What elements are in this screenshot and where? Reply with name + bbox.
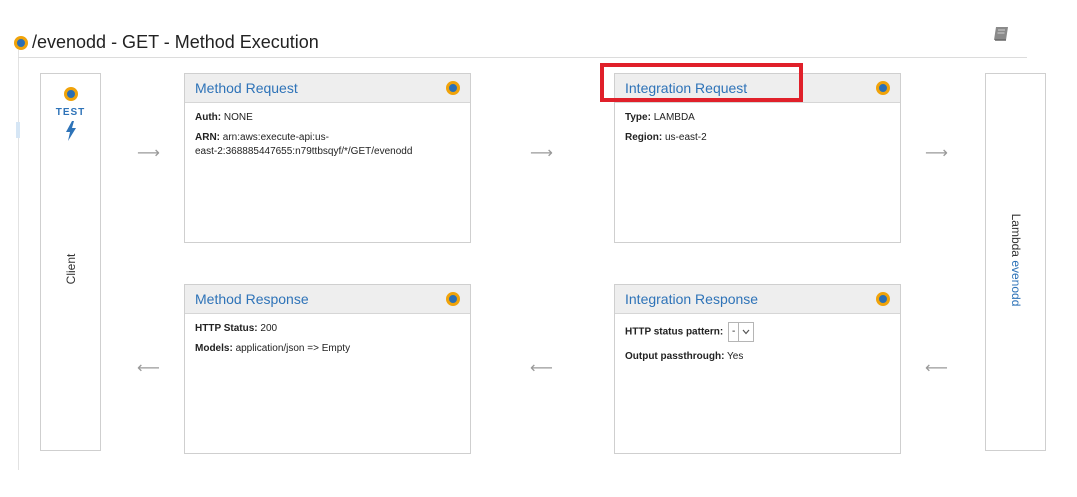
lambda-prefix: Lambda bbox=[1009, 213, 1023, 257]
lambda-function-link[interactable]: evenodd bbox=[1009, 260, 1023, 307]
auth-row: Auth: NONE bbox=[195, 111, 460, 125]
passthrough-label: Output passthrough: bbox=[625, 351, 725, 362]
status-pattern-select[interactable]: - bbox=[727, 322, 755, 342]
arn-label: ARN: bbox=[195, 132, 220, 143]
arn-value-line1: arn:aws:execute-api:us- bbox=[222, 132, 329, 143]
left-arrow-icon: ⟵ bbox=[925, 360, 948, 377]
right-arrow-icon: ⟶ bbox=[925, 145, 948, 162]
left-edge-marker bbox=[16, 122, 20, 138]
integration-request-card: Integration Request Type: LAMBDA Region:… bbox=[614, 73, 901, 243]
http-status-value: 200 bbox=[260, 323, 278, 334]
page-title: /evenodd - GET - Method Execution bbox=[14, 32, 319, 53]
models-row: Models: application/json => Empty bbox=[195, 342, 460, 356]
status-pattern-label: HTTP status pattern: bbox=[625, 326, 724, 338]
client-label: Client bbox=[64, 253, 78, 285]
integration-response-status-icon bbox=[876, 292, 890, 306]
status-pattern-row: HTTP status pattern: - bbox=[625, 322, 890, 342]
integration-request-header: Integration Request bbox=[615, 74, 900, 103]
method-request-link[interactable]: Method Request bbox=[195, 80, 298, 96]
page-left-border bbox=[18, 50, 19, 470]
right-arrow-icon: ⟶ bbox=[530, 145, 553, 162]
models-label: Models: bbox=[195, 343, 233, 354]
auth-label: Auth: bbox=[195, 112, 222, 123]
passthrough-value: Yes bbox=[727, 351, 744, 362]
type-label: Type: bbox=[625, 112, 651, 123]
method-response-status-icon bbox=[446, 292, 460, 306]
integration-response-header: Integration Response bbox=[615, 285, 900, 314]
method-response-card: Method Response HTTP Status: 200 Models:… bbox=[184, 284, 471, 454]
http-status-row: HTTP Status: 200 bbox=[195, 322, 460, 336]
lightning-bolt-icon[interactable] bbox=[65, 121, 77, 141]
left-arrow-icon: ⟵ bbox=[137, 360, 160, 377]
type-value: LAMBDA bbox=[653, 112, 695, 123]
http-status-label: HTTP Status: bbox=[195, 323, 258, 334]
lambda-label: Lambda evenodd bbox=[1009, 214, 1023, 307]
header-divider bbox=[18, 57, 1027, 58]
method-request-status-icon bbox=[446, 81, 460, 95]
left-arrow-icon: ⟵ bbox=[530, 360, 553, 377]
arn-value-line2: east-2:368885447655:n79ttbsqyf/*/GET/eve… bbox=[195, 146, 413, 157]
client-panel: TEST Client bbox=[40, 73, 101, 451]
right-arrow-icon: ⟶ bbox=[137, 145, 160, 162]
page-title-text: /evenodd - GET - Method Execution bbox=[32, 32, 319, 52]
client-status-icon bbox=[64, 87, 78, 101]
region-value: us-east-2 bbox=[665, 132, 707, 143]
book-icon[interactable] bbox=[992, 26, 1010, 42]
auth-value: NONE bbox=[223, 112, 253, 123]
test-button[interactable]: TEST bbox=[55, 107, 86, 118]
chevron-down-icon bbox=[738, 323, 753, 341]
method-request-header: Method Request bbox=[185, 74, 470, 103]
lambda-panel: Lambda evenodd bbox=[985, 73, 1046, 451]
arn-row: ARN: arn:aws:execute-api:us- east-2:3688… bbox=[195, 131, 460, 159]
passthrough-row: Output passthrough: Yes bbox=[625, 350, 890, 364]
integration-response-card: Integration Response HTTP status pattern… bbox=[614, 284, 901, 454]
type-row: Type: LAMBDA bbox=[625, 111, 890, 125]
models-value: application/json => Empty bbox=[235, 343, 351, 354]
region-row: Region: us-east-2 bbox=[625, 131, 890, 145]
method-response-header: Method Response bbox=[185, 285, 470, 314]
region-label: Region: bbox=[625, 132, 663, 143]
method-request-card: Method Request Auth: NONE ARN: arn:aws:e… bbox=[184, 73, 471, 243]
resource-status-icon bbox=[14, 35, 28, 50]
integration-request-link[interactable]: Integration Request bbox=[625, 80, 748, 96]
status-pattern-value: - bbox=[731, 326, 736, 337]
integration-response-link[interactable]: Integration Response bbox=[625, 291, 759, 307]
integration-request-status-icon bbox=[876, 81, 890, 95]
method-response-link[interactable]: Method Response bbox=[195, 291, 309, 307]
